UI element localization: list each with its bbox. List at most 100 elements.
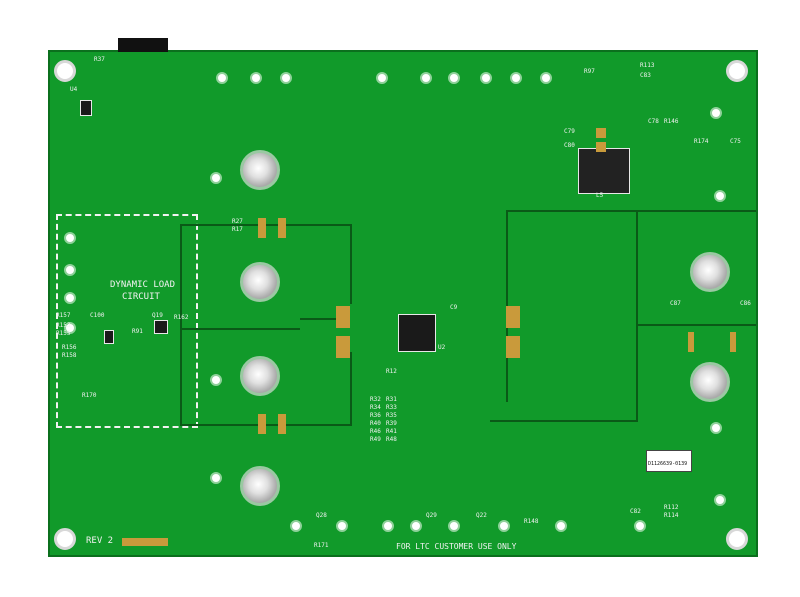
- capacitor-pad: [258, 414, 266, 434]
- designator: U2: [438, 344, 446, 351]
- test-pad: [448, 72, 460, 84]
- banana-terminal: [240, 262, 280, 302]
- designator: C75: [730, 138, 741, 145]
- designator: R46: [370, 428, 381, 435]
- capacitor-pad: [688, 332, 694, 352]
- dynamic-load-label-1: DYNAMIC LOAD: [110, 280, 176, 290]
- trace: [636, 324, 756, 326]
- trace: [180, 424, 352, 426]
- designator: R114: [664, 512, 679, 519]
- test-pad: [634, 520, 646, 532]
- test-pad: [382, 520, 394, 532]
- trace: [180, 328, 300, 330]
- designator: Q28: [316, 512, 327, 519]
- mounting-hole-top-left: [54, 60, 76, 82]
- serial-number: D1126639-0139: [648, 461, 688, 467]
- bottom-pin-header: [122, 538, 168, 546]
- designator: Q22: [476, 512, 487, 519]
- serial-label: D1126639-0139: [646, 450, 692, 472]
- capacitor-pad: [506, 306, 520, 328]
- designator: R41: [386, 428, 397, 435]
- designator: R17: [232, 226, 243, 233]
- designator: R34: [370, 404, 381, 411]
- capacitor-pad: [596, 142, 606, 152]
- designator: C9: [450, 304, 458, 311]
- designator: R155: [56, 330, 71, 337]
- capacitor-pad: [336, 336, 350, 358]
- test-pad: [710, 422, 722, 434]
- trace: [350, 352, 352, 426]
- designator: R170: [82, 392, 97, 399]
- banana-terminal: [240, 356, 280, 396]
- designator: R112: [664, 504, 679, 511]
- mounting-hole-bottom-right: [726, 528, 748, 550]
- test-pad: [280, 72, 292, 84]
- designator: C82: [630, 508, 641, 515]
- test-pad: [710, 107, 722, 119]
- capacitor-pad: [278, 414, 286, 434]
- designator: R171: [314, 542, 329, 549]
- designator: C100: [90, 312, 105, 319]
- capacitor-pad: [596, 128, 606, 138]
- designator: L5: [596, 192, 604, 199]
- capacitor-pad: [336, 306, 350, 328]
- trace: [180, 224, 182, 424]
- ic-u6: [104, 330, 114, 344]
- trace: [300, 318, 350, 320]
- test-pad: [410, 520, 422, 532]
- test-pad: [448, 520, 460, 532]
- designator: C78: [648, 118, 659, 125]
- test-pad: [290, 520, 302, 532]
- designator: R158: [62, 352, 77, 359]
- banana-terminal: [240, 150, 280, 190]
- mounting-hole-top-right: [726, 60, 748, 82]
- test-pad: [64, 264, 76, 276]
- capacitor-pad: [258, 218, 266, 238]
- mounting-hole-bottom-left: [54, 528, 76, 550]
- inductor-l5: [578, 148, 630, 194]
- test-pad: [64, 322, 76, 334]
- dynamic-load-outline: [56, 214, 198, 428]
- capacitor-pad: [730, 332, 736, 352]
- trace: [350, 224, 352, 304]
- test-pad: [714, 494, 726, 506]
- designator: R40: [370, 420, 381, 427]
- designator: R153: [56, 322, 71, 329]
- designator: R97: [584, 68, 595, 75]
- test-pad: [376, 72, 388, 84]
- test-pad: [64, 292, 76, 304]
- designator: C79: [564, 128, 575, 135]
- designator: R36: [370, 412, 381, 419]
- test-pad: [216, 72, 228, 84]
- test-pad: [714, 190, 726, 202]
- pcb-board: DYNAMIC LOAD CIRCUIT REV 2 FOR LTC CUSTO…: [48, 38, 758, 557]
- designator: C87: [670, 300, 681, 307]
- capacitor-pad: [506, 336, 520, 358]
- trace: [490, 420, 638, 422]
- test-pad: [210, 374, 222, 386]
- test-pad: [336, 520, 348, 532]
- test-pad: [555, 520, 567, 532]
- designator: C83: [640, 72, 651, 79]
- test-pad: [498, 520, 510, 532]
- designator: R174: [694, 138, 709, 145]
- trace: [636, 210, 638, 420]
- test-pad: [250, 72, 262, 84]
- dynamic-load-label-2: CIRCUIT: [122, 292, 160, 302]
- designator: R39: [386, 420, 397, 427]
- designator: Q19: [152, 312, 163, 319]
- test-pad: [420, 72, 432, 84]
- designator: R148: [524, 518, 539, 525]
- banana-terminal: [690, 362, 730, 402]
- test-pad: [210, 472, 222, 484]
- designator: R12: [386, 368, 397, 375]
- designator: R156: [62, 344, 77, 351]
- controller-ic: [398, 314, 436, 352]
- test-pad: [510, 72, 522, 84]
- designator: R48: [386, 436, 397, 443]
- customer-use-label: FOR LTC CUSTOMER USE ONLY: [396, 542, 517, 551]
- designator: R146: [664, 118, 679, 125]
- banana-terminal: [690, 252, 730, 292]
- banana-terminal: [240, 466, 280, 506]
- designator: U4: [70, 86, 78, 93]
